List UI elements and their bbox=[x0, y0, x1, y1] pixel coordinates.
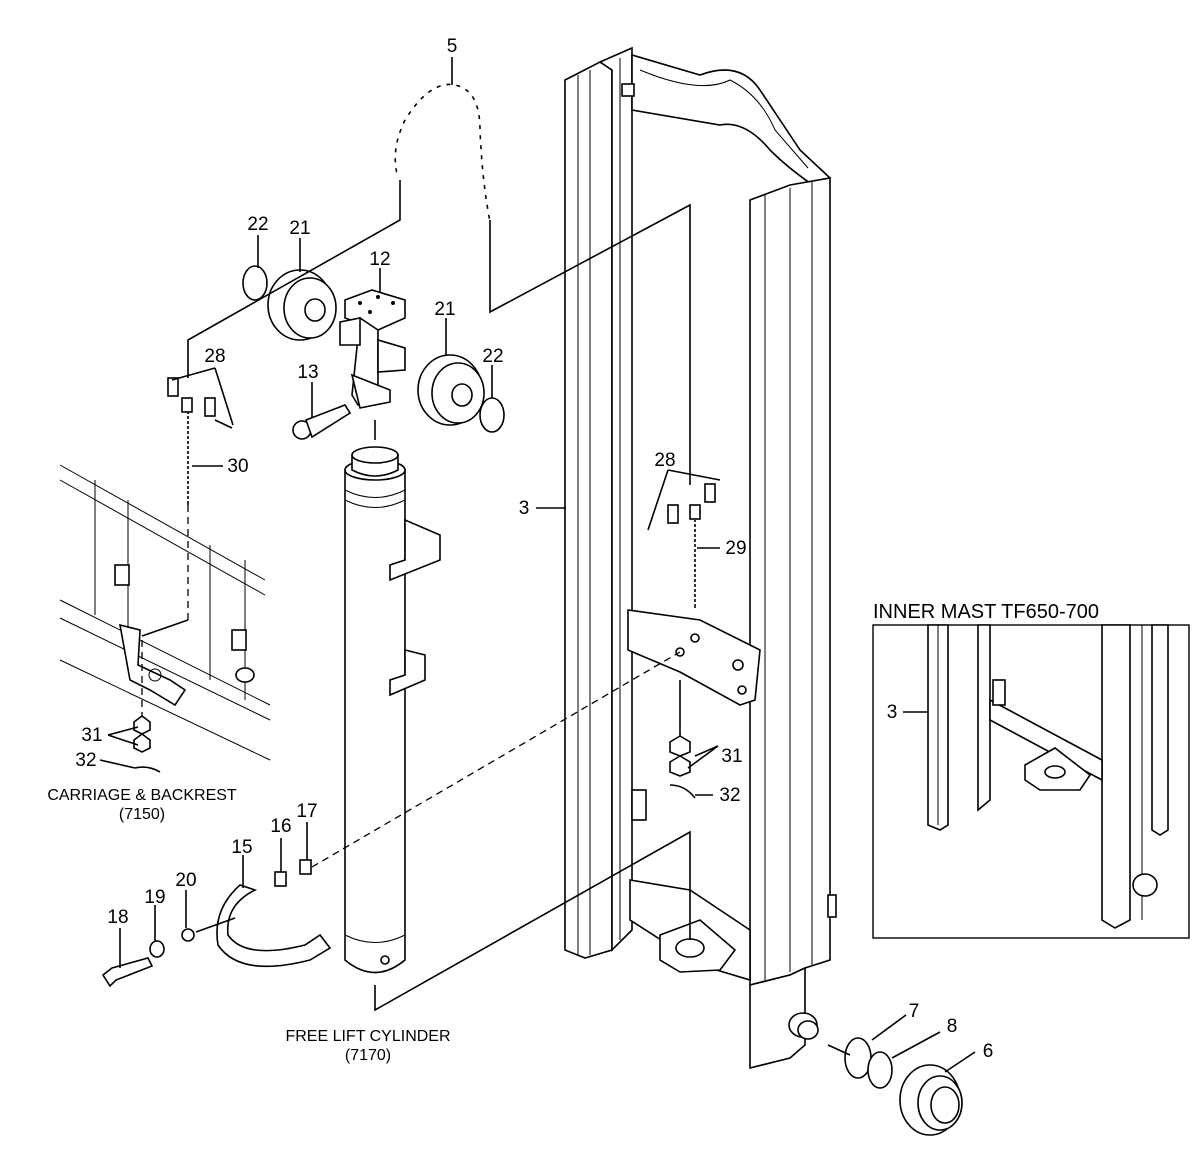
callout-13: 13 bbox=[297, 362, 318, 383]
lift-chain bbox=[392, 81, 493, 223]
sheave-right bbox=[417, 354, 505, 433]
callout-21-right: 21 bbox=[434, 299, 455, 320]
nuts-right bbox=[669, 735, 696, 799]
cylinder-clamp bbox=[101, 859, 332, 988]
callout-29: 29 bbox=[725, 538, 746, 559]
inset-callout-3: 3 bbox=[887, 702, 898, 723]
nuts-left bbox=[133, 715, 161, 773]
callout-6: 6 bbox=[983, 1041, 994, 1062]
caption-carriage-code: (7150) bbox=[119, 806, 165, 823]
callout-28-left: 28 bbox=[204, 346, 225, 367]
leader-lines bbox=[99, 57, 976, 1073]
chain-anchor-left bbox=[167, 377, 233, 505]
captions: CARRIAGE & BACKREST (7150) FREE LIFT CYL… bbox=[47, 601, 1099, 1064]
chain-anchor-right bbox=[667, 483, 716, 643]
caption-cylinder: FREE LIFT CYLINDER bbox=[285, 1028, 450, 1045]
callout-31-left: 31 bbox=[81, 725, 102, 746]
bearing-group bbox=[844, 1037, 963, 1136]
callout-19: 19 bbox=[144, 887, 165, 908]
callout-20: 20 bbox=[175, 870, 196, 891]
callout-labels: 5 22 21 12 21 22 28 13 30 3 28 29 31 32 … bbox=[75, 36, 993, 1062]
callout-12: 12 bbox=[369, 249, 390, 270]
callout-16: 16 bbox=[270, 816, 291, 837]
caption-carriage: CARRIAGE & BACKREST bbox=[47, 787, 237, 804]
callout-18: 18 bbox=[107, 907, 128, 928]
bolt-13 bbox=[292, 404, 352, 440]
callout-15: 15 bbox=[231, 837, 252, 858]
inset-panel bbox=[872, 624, 1190, 939]
assembly-lines bbox=[141, 180, 851, 1056]
callout-28-right: 28 bbox=[654, 450, 675, 471]
callout-21-left: 21 bbox=[289, 218, 310, 239]
callout-17: 17 bbox=[296, 801, 317, 822]
carriage-backrest bbox=[59, 464, 271, 761]
callout-32-right: 32 bbox=[719, 785, 740, 806]
callout-30: 30 bbox=[227, 456, 248, 477]
callout-3: 3 bbox=[519, 498, 530, 519]
callout-7: 7 bbox=[909, 1001, 920, 1022]
callout-22-left: 22 bbox=[247, 214, 268, 235]
callout-22-right: 22 bbox=[482, 346, 503, 367]
free-lift-cylinder bbox=[344, 420, 441, 974]
sheave-left bbox=[242, 265, 337, 341]
sheave-bracket bbox=[339, 289, 406, 409]
callout-8: 8 bbox=[947, 1016, 958, 1037]
callout-5: 5 bbox=[447, 36, 458, 57]
inset-title: INNER MAST TF650-700 bbox=[873, 601, 1099, 623]
caption-cylinder-code: (7170) bbox=[345, 1047, 391, 1064]
callout-31-right: 31 bbox=[721, 746, 742, 767]
inner-mast bbox=[564, 46, 837, 1070]
callout-32-left: 32 bbox=[75, 750, 96, 771]
